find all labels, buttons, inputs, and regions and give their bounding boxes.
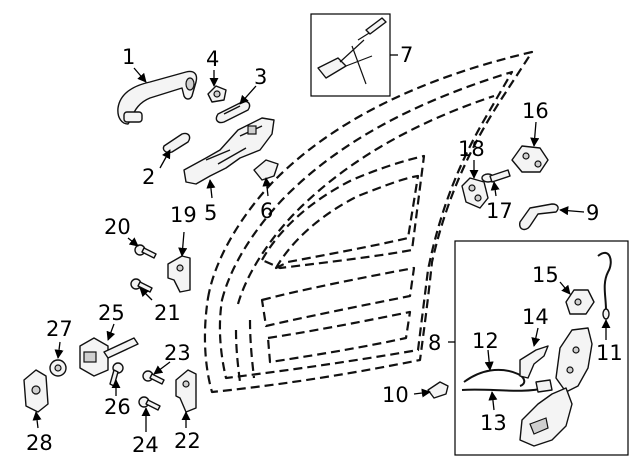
callout-26: 26 (104, 395, 131, 419)
callout-16: 16 (522, 99, 549, 123)
lower-hinge (175, 369, 197, 413)
callout-11: 11 (596, 341, 623, 365)
latch-rods (461, 368, 553, 393)
door-check (79, 337, 139, 377)
callout-22: 22 (174, 429, 201, 453)
door-shell-outline (203, 50, 534, 394)
callout-27: 27 (46, 317, 73, 341)
callout-9: 9 (586, 201, 599, 225)
latch-assembly-frame (454, 240, 629, 456)
callout-17: 17 (486, 199, 513, 223)
hinge-bolt-23 (142, 370, 165, 385)
handle-bracket (183, 117, 275, 185)
callout-2: 2 (142, 165, 155, 189)
handle-gasket (215, 100, 251, 124)
callout-10: 10 (382, 383, 409, 407)
latch-bracket (519, 345, 549, 379)
latch-lever (565, 289, 595, 315)
lock-cylinder-cap (207, 85, 227, 103)
callout-12: 12 (472, 329, 499, 353)
striker-bolt (481, 169, 511, 183)
callout-21: 21 (154, 301, 181, 325)
callout-6: 6 (260, 199, 273, 223)
callout-5: 5 (204, 201, 217, 225)
outside-door-handle (117, 70, 198, 125)
callout-20: 20 (104, 215, 131, 239)
callout-23: 23 (164, 341, 191, 365)
callout-13: 13 (480, 411, 507, 435)
callout-14: 14 (522, 305, 549, 329)
upper-hinge (167, 255, 191, 293)
callout-8: 8 (428, 331, 441, 355)
callout-18: 18 (458, 137, 485, 161)
callout-1: 1 (122, 45, 135, 69)
actuator-cable (597, 251, 612, 320)
door-plate (461, 177, 489, 209)
leader-lines (32, 54, 611, 432)
callout-28: 28 (26, 431, 53, 455)
latch-clip (427, 381, 449, 399)
striker-plate (511, 145, 549, 173)
door-latch-assembly (519, 327, 593, 447)
check-nut (49, 359, 67, 377)
hinge-bolt-upper (134, 244, 157, 259)
callout-labels: 1 2 3 4 5 6 7 8 9 10 11 12 13 14 15 16 1… (26, 43, 623, 457)
lock-cylinder-and-key (317, 17, 387, 85)
callout-19: 19 (170, 203, 197, 227)
callout-24: 24 (132, 433, 159, 457)
handle-cover-small (162, 132, 191, 154)
callout-15: 15 (532, 263, 559, 287)
bracket-clip (253, 159, 279, 181)
hinge-bolt-24 (138, 396, 161, 411)
callout-25: 25 (98, 301, 125, 325)
check-cover (23, 369, 49, 413)
callout-4: 4 (206, 47, 219, 71)
callout-7: 7 (400, 43, 413, 67)
door-strap (518, 203, 559, 231)
callout-3: 3 (254, 65, 267, 89)
